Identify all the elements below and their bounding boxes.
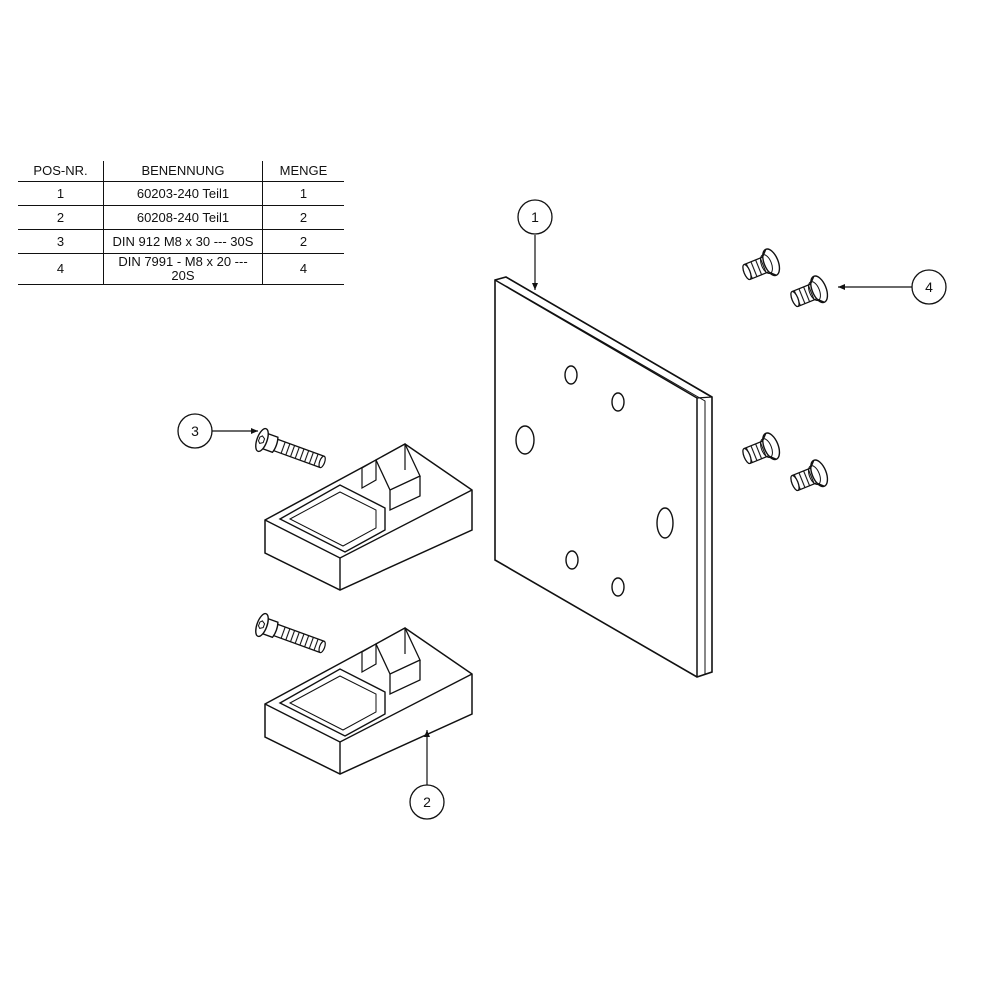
row-pos: 2 <box>18 205 104 230</box>
parts-list-table: POS-NR. BENENNUNG MENGE 1 60203-240 Teil… <box>18 161 344 285</box>
row-qty: 2 <box>262 229 344 254</box>
parts-list-header-row: POS-NR. BENENNUNG MENGE <box>18 161 344 182</box>
balloon-4-label: 4 <box>925 279 933 295</box>
part-2-clamp-block-lower <box>264 627 473 775</box>
balloon-1-label: 1 <box>531 209 539 225</box>
part-1-plate <box>494 276 713 678</box>
part-4-countersunk-screw <box>786 272 832 314</box>
part-2-clamp-block-upper <box>264 443 473 591</box>
plate-holes <box>515 365 674 597</box>
parts-list-row: 4 DIN 7991 - M8 x 20 --- 20S 4 <box>18 253 344 285</box>
row-pos: 4 <box>18 253 104 285</box>
row-pos: 3 <box>18 229 104 254</box>
part-4-countersunk-screw <box>786 456 832 498</box>
balloon-3: 3 <box>177 413 258 449</box>
part-3-cap-screw-lower <box>252 611 330 660</box>
balloon-2: 2 <box>409 730 445 820</box>
part-4-countersunk-screw <box>738 245 784 287</box>
balloon-2-label: 2 <box>423 794 431 810</box>
part-3-cap-screw-upper <box>252 426 330 475</box>
part-4-countersunk-screw <box>738 429 784 471</box>
balloon-1: 1 <box>517 199 553 290</box>
balloon-4: 4 <box>838 269 947 305</box>
balloon-3-label: 3 <box>191 423 199 439</box>
row-name: DIN 7991 - M8 x 20 --- 20S <box>103 253 263 285</box>
header-pos-nr: POS-NR. <box>18 161 104 182</box>
row-qty: 4 <box>262 253 344 285</box>
